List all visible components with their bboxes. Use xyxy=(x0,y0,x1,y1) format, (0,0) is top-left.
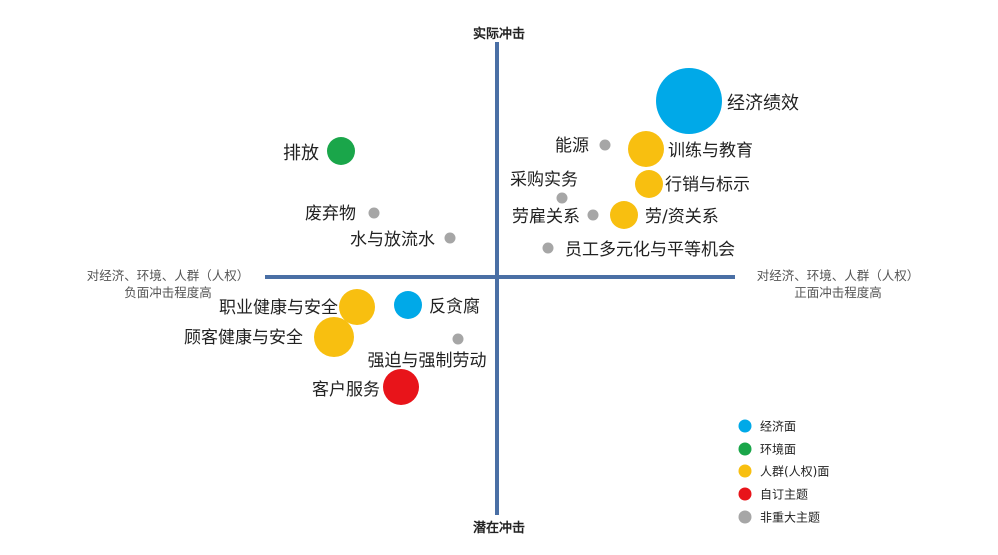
topic-label: 训练与教育 xyxy=(668,141,753,161)
axis-label-top: 实际冲击 xyxy=(473,26,525,42)
topic-label: 排放 xyxy=(283,143,319,164)
topic-bubble xyxy=(628,131,664,167)
legend-swatch xyxy=(738,419,752,433)
legend-label: 人群(人权)面 xyxy=(760,465,829,479)
legend-item: 环境面 xyxy=(738,442,796,457)
topic-label: 水与放流水 xyxy=(350,230,435,250)
topic-bubble xyxy=(383,369,419,405)
topic-bubble xyxy=(587,209,599,221)
topic-item: 废弃物 xyxy=(305,204,380,224)
topic-item: 水与放流水 xyxy=(350,230,456,250)
topic-item: 劳雇关系 xyxy=(512,207,599,227)
topic-label: 员工多元化与平等机会 xyxy=(565,240,735,260)
topic-label: 行销与标示 xyxy=(665,175,750,195)
topic-bubble xyxy=(327,137,355,165)
topic-item: 经济绩效 xyxy=(656,68,799,134)
legend-swatch xyxy=(738,442,752,456)
axis-label-bottom: 潜在冲击 xyxy=(473,520,525,536)
axis-label-right-line2: 正面冲击程度高 xyxy=(794,285,882,300)
topic-label: 采购实务 xyxy=(510,170,578,190)
legend-swatch xyxy=(738,487,752,501)
legend-swatch xyxy=(738,510,752,524)
topic-item: 采购实务 xyxy=(510,170,578,204)
topic-label: 反贪腐 xyxy=(429,297,480,317)
topic-label: 顾客健康与安全 xyxy=(184,328,303,348)
topic-item: 排放 xyxy=(283,137,355,165)
topic-item: 劳/资关系 xyxy=(610,201,719,229)
legend-item: 非重大主题 xyxy=(738,510,820,525)
topic-bubble xyxy=(635,170,663,198)
topic-label: 强迫与强制劳动 xyxy=(368,351,487,371)
topic-label: 客户服务 xyxy=(312,380,380,400)
topic-bubble xyxy=(368,207,380,219)
topic-bubble xyxy=(339,289,375,325)
topic-item: 职业健康与安全 xyxy=(219,289,375,325)
topic-item: 员工多元化与平等机会 xyxy=(542,240,735,260)
topic-item: 强迫与强制劳动 xyxy=(368,333,487,371)
topic-bubble xyxy=(314,317,354,357)
topic-item: 行销与标示 xyxy=(635,170,750,198)
topic-bubble xyxy=(452,333,464,345)
legend-label: 非重大主题 xyxy=(760,511,820,525)
legend-label: 自订主题 xyxy=(760,488,808,502)
topic-item: 客户服务 xyxy=(312,369,419,405)
axis-label-right-line1: 对经济、环境、人群（人权） xyxy=(757,268,920,283)
topic-bubble xyxy=(394,291,422,319)
topic-item: 反贪腐 xyxy=(394,291,480,319)
topic-item: 能源 xyxy=(555,136,611,156)
topic-item: 顾客健康与安全 xyxy=(184,317,354,357)
topic-bubble xyxy=(444,232,456,244)
legend-label: 环境面 xyxy=(760,442,796,457)
axis-label-left-line2: 负面冲击程度高 xyxy=(124,285,212,300)
topic-item: 训练与教育 xyxy=(628,131,753,167)
topic-label: 劳/资关系 xyxy=(645,207,719,227)
topic-label: 劳雇关系 xyxy=(512,207,580,227)
topic-bubble xyxy=(610,201,638,229)
topic-label: 经济绩效 xyxy=(727,93,799,114)
topic-bubble xyxy=(599,139,611,151)
legend-swatch xyxy=(738,464,752,478)
topic-bubble xyxy=(556,192,568,204)
legend-item: 自订主题 xyxy=(738,487,808,502)
legend-label: 经济面 xyxy=(760,419,796,434)
legend-item: 人群(人权)面 xyxy=(738,464,829,479)
axis-label-left-line1: 对经济、环境、人群（人权） xyxy=(87,268,250,283)
legend-item: 经济面 xyxy=(738,419,796,434)
topic-label: 废弃物 xyxy=(305,204,356,224)
topic-bubble xyxy=(656,68,722,134)
topic-label: 职业健康与安全 xyxy=(219,298,338,318)
topic-bubble xyxy=(542,242,554,254)
topic-label: 能源 xyxy=(555,136,589,156)
